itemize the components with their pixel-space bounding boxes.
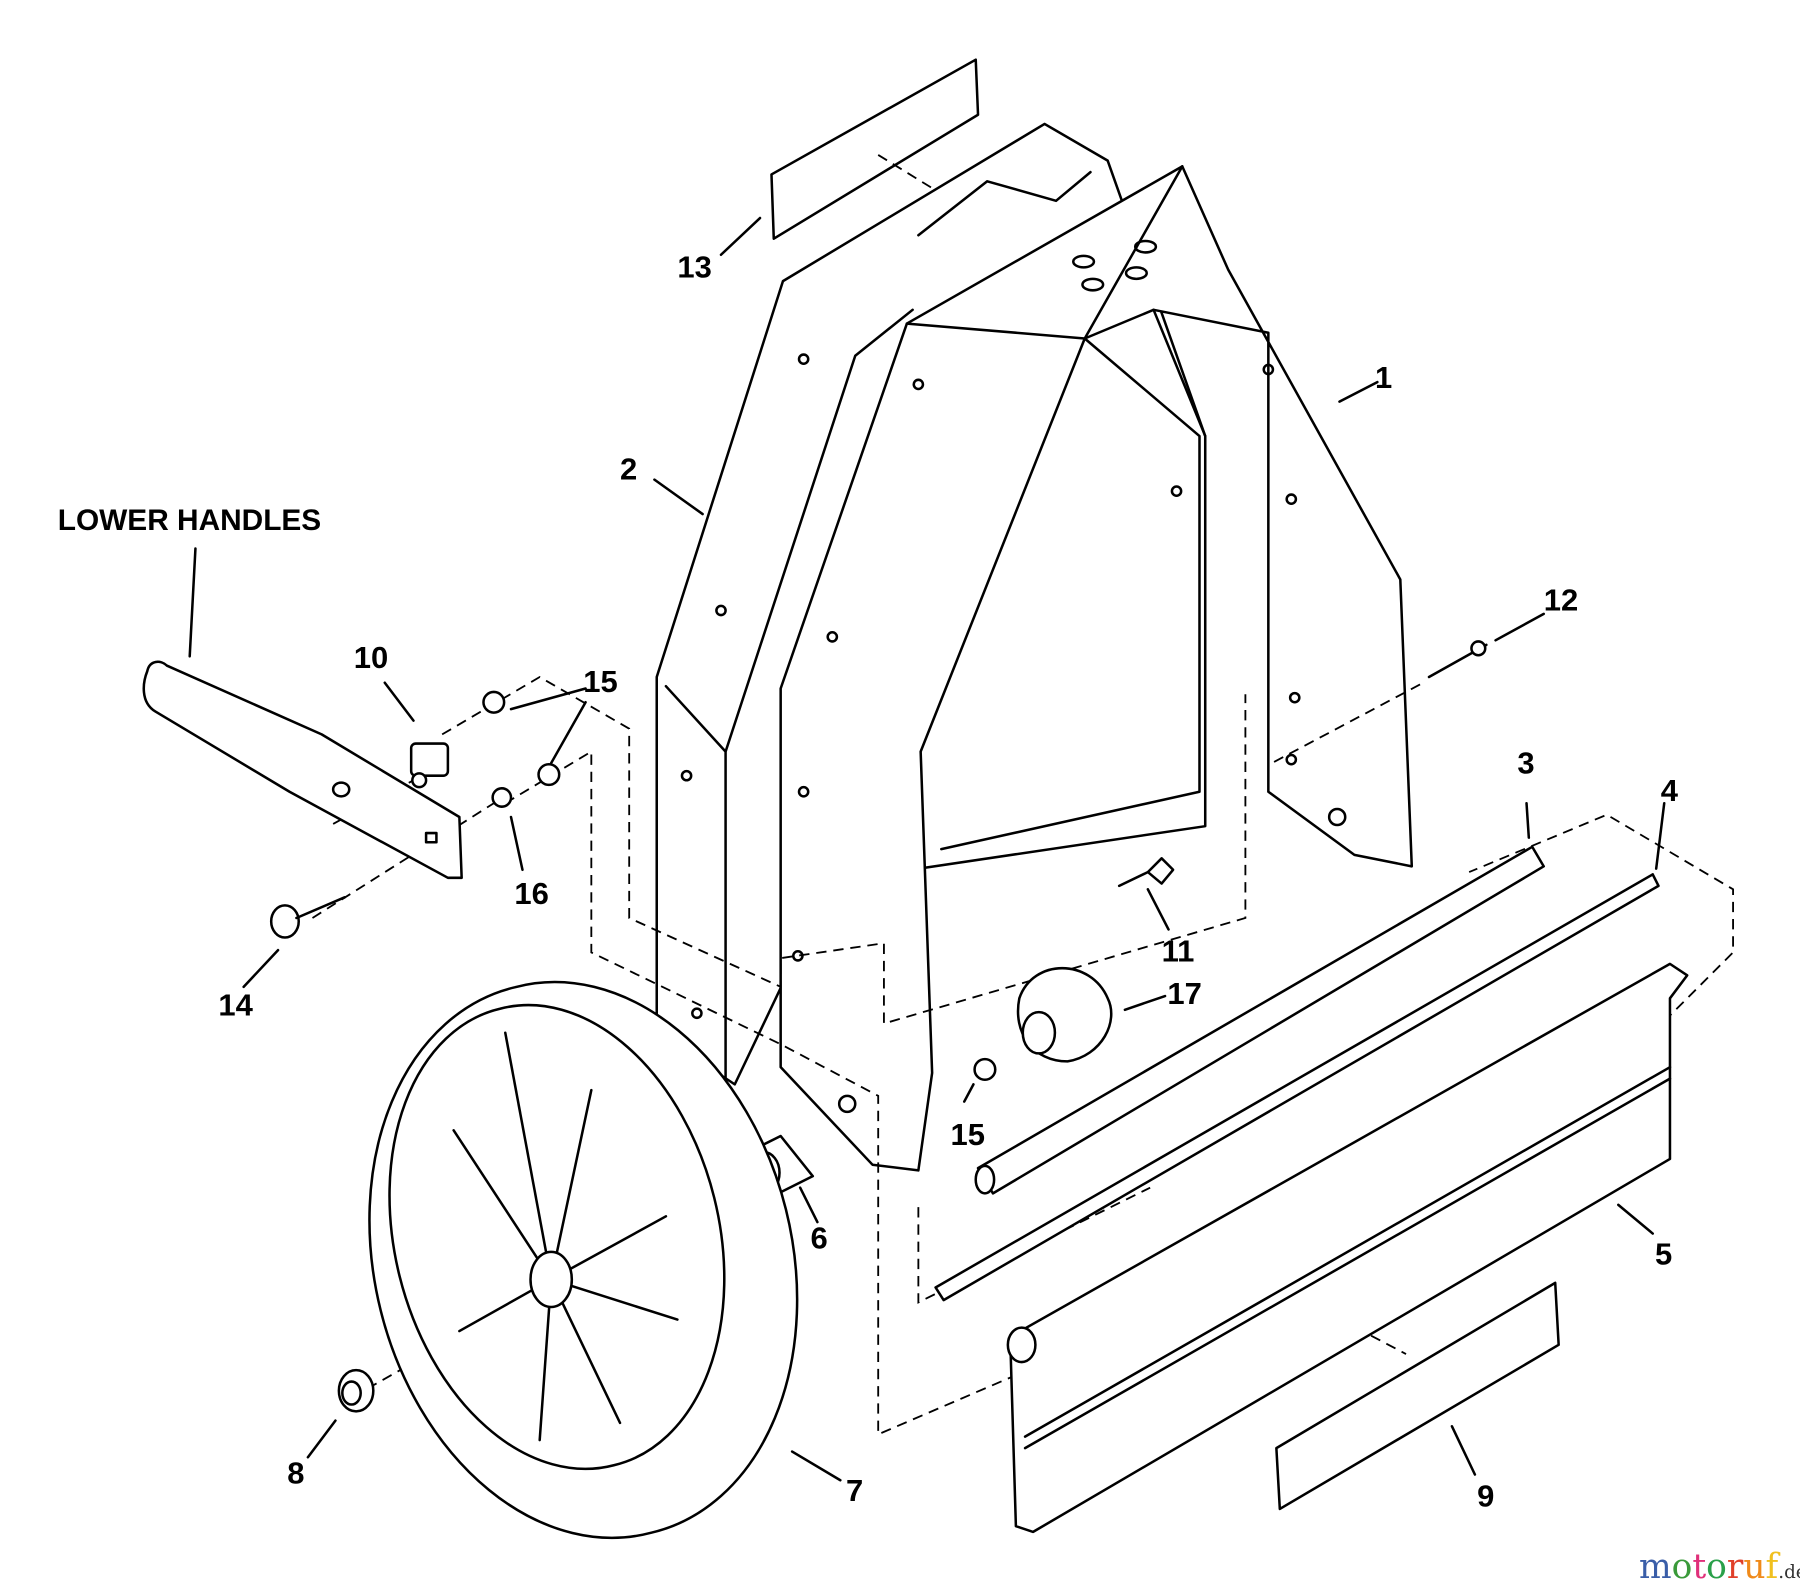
watermark-logo: motoruf.de xyxy=(1639,1547,1800,1587)
lower-handle xyxy=(142,547,463,880)
callout-14: 14 xyxy=(218,988,253,1023)
callout-4: 4 xyxy=(1661,773,1679,808)
callout-10: 10 xyxy=(354,640,388,675)
wheel-hub xyxy=(529,1250,574,1309)
callout-15: 15 xyxy=(583,664,617,699)
callout-1: 1 xyxy=(1375,360,1392,395)
lower-handles-label: LOWER HANDLES xyxy=(58,504,321,537)
part-1-frame xyxy=(680,165,1414,1172)
part-10-carriage-bolt xyxy=(409,742,450,777)
part-9-decal xyxy=(1275,1281,1560,1511)
part-15-lockwasher xyxy=(973,1057,997,1082)
part-17-knob xyxy=(1016,966,1113,1063)
part-15-lockwasher xyxy=(537,762,561,787)
part-8-bushing xyxy=(337,1368,375,1413)
callout-12: 12 xyxy=(1544,582,1578,617)
part-3-rod xyxy=(974,845,1545,1195)
part-15-lockwasher xyxy=(482,690,506,714)
callout-13: 13 xyxy=(677,250,711,285)
callout-8: 8 xyxy=(287,1456,304,1491)
part-4-rod xyxy=(934,873,1660,1302)
callout-6: 6 xyxy=(810,1220,827,1255)
callout-2: 2 xyxy=(620,452,637,487)
callout-11: 11 xyxy=(1162,934,1195,969)
part-16-washer xyxy=(491,787,513,808)
callout-3: 3 xyxy=(1517,745,1534,780)
part-5-panel xyxy=(1006,962,1689,1534)
part-12-pin xyxy=(1427,640,1488,679)
callout-5: 5 xyxy=(1655,1237,1672,1272)
callout-7: 7 xyxy=(846,1473,863,1508)
callout-16: 16 xyxy=(514,876,548,911)
part-11-bolt xyxy=(1117,857,1175,888)
part-7-wheel xyxy=(368,980,842,1540)
callout-17: 17 xyxy=(1167,976,1201,1011)
callout-9: 9 xyxy=(1477,1479,1494,1514)
callout-15: 15 xyxy=(950,1117,984,1152)
wheel-rim xyxy=(388,1003,726,1471)
part-14-bolt xyxy=(269,896,346,939)
